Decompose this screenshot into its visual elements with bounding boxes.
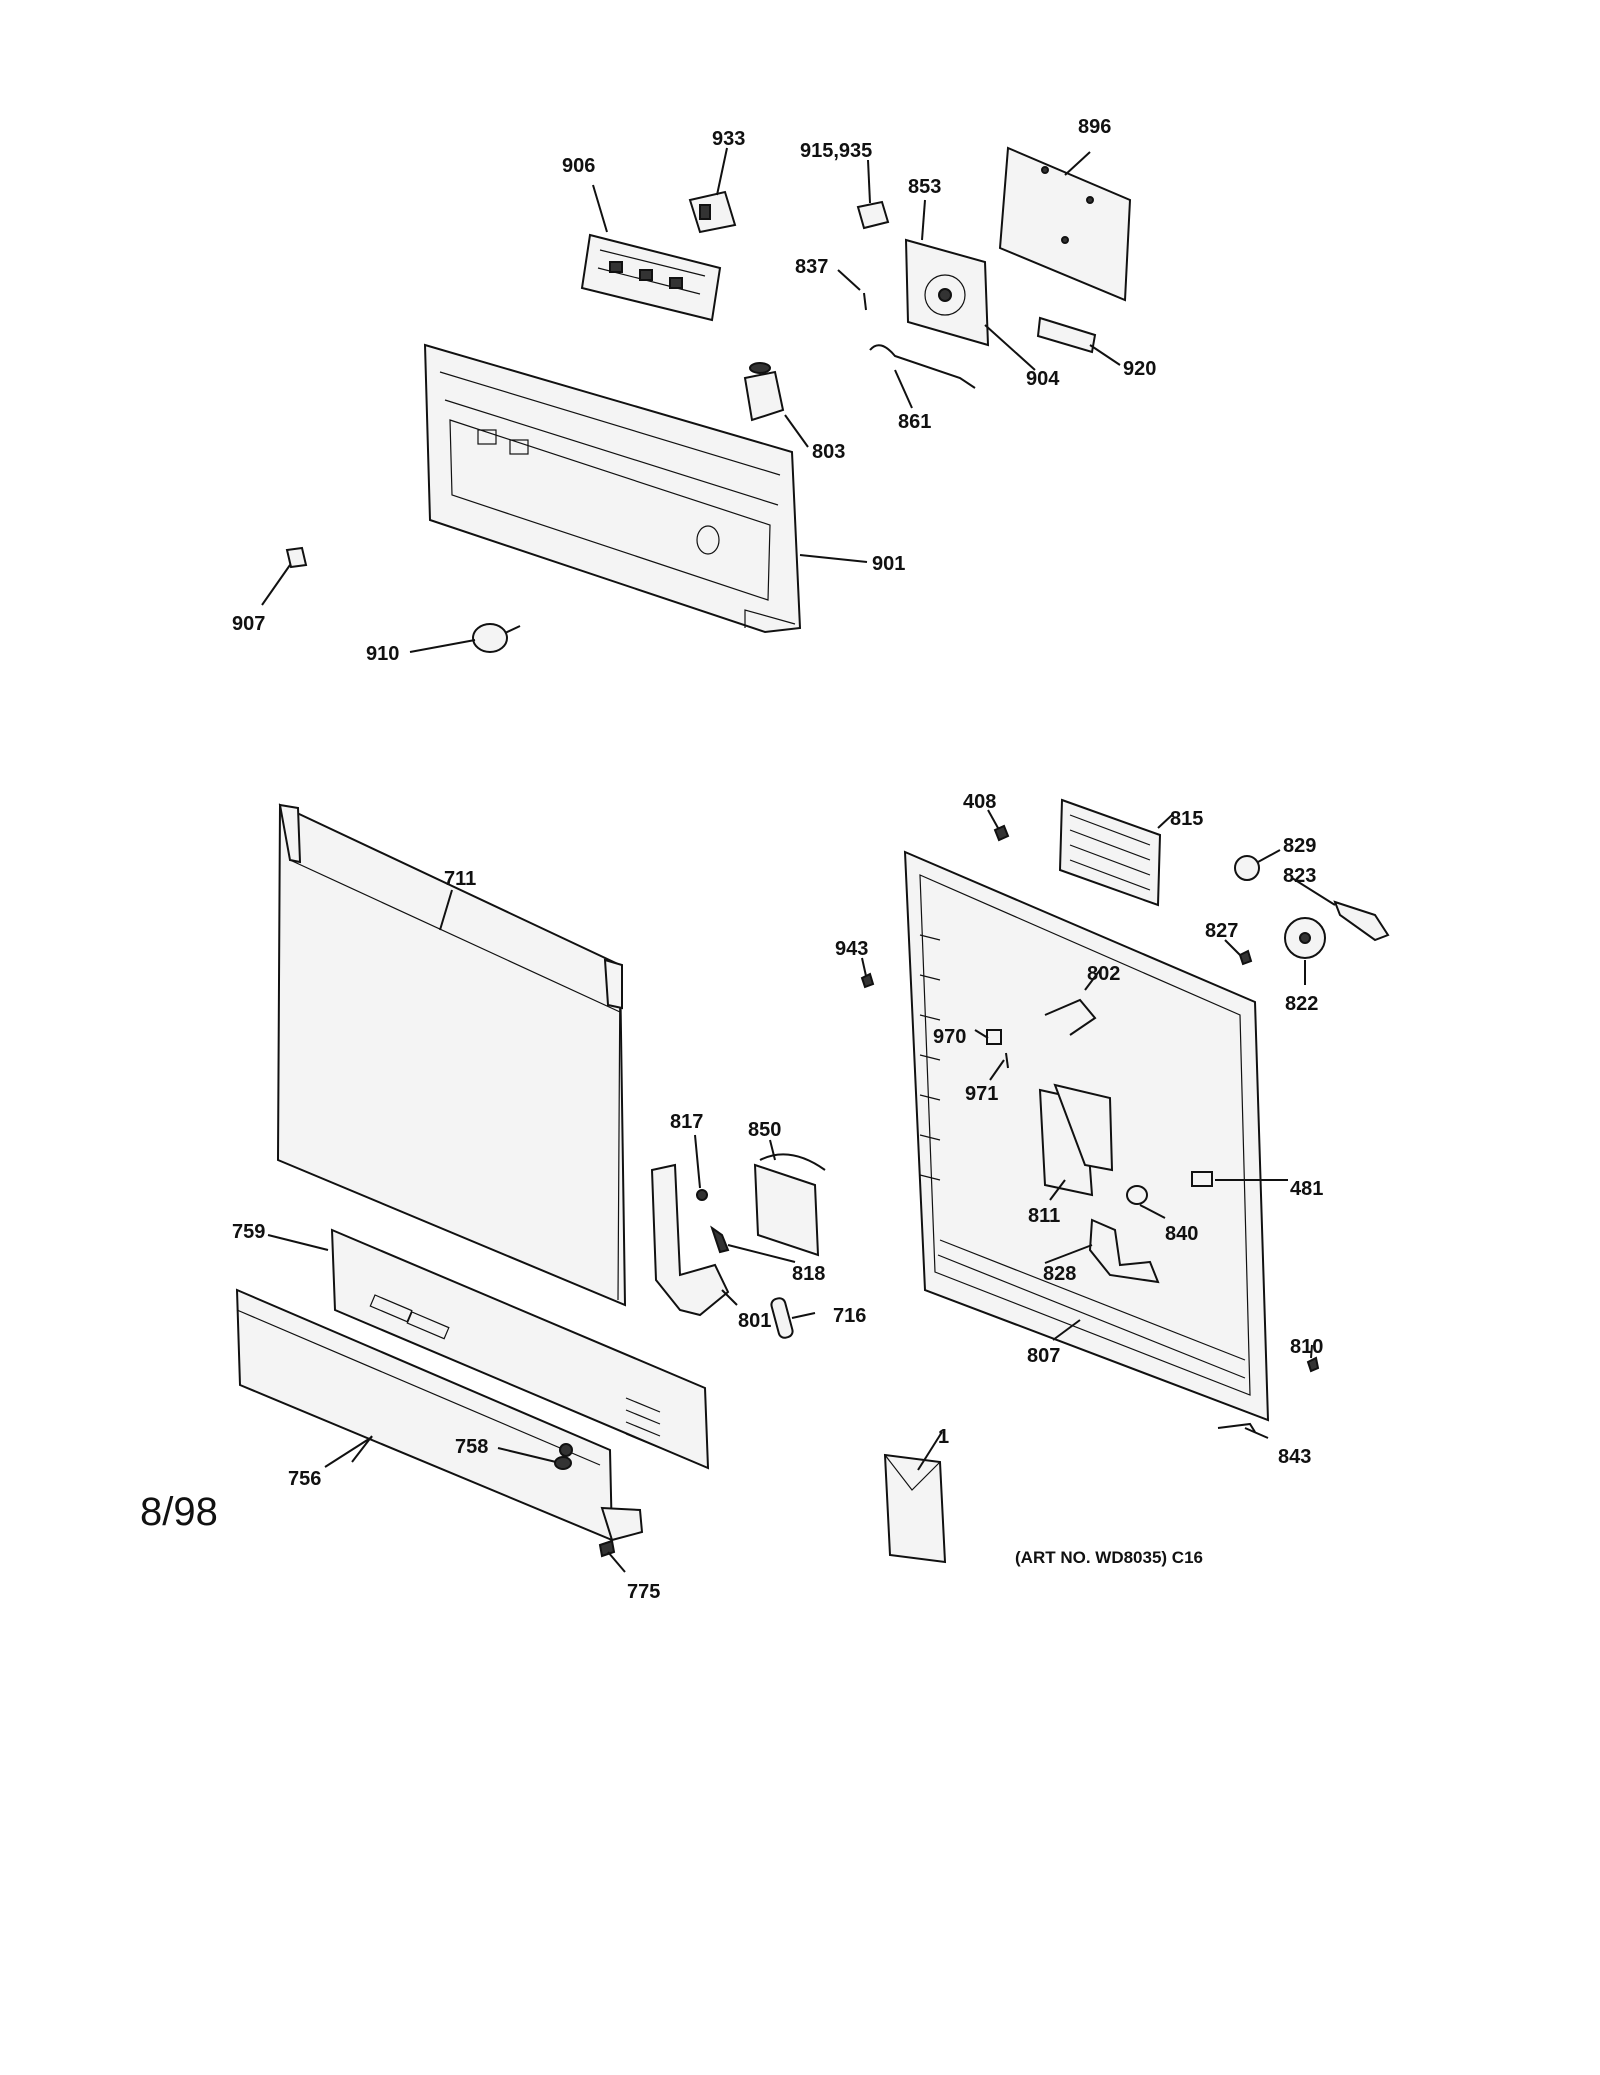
switch-933	[688, 190, 737, 234]
label-810: 810	[1290, 1336, 1323, 1358]
label-906: 906	[562, 155, 595, 177]
label-817: 817	[670, 1111, 703, 1133]
label-408: 408	[963, 791, 996, 813]
art-number: (ART NO. WD8035) C16	[1015, 1548, 1203, 1567]
label-829: 829	[1283, 835, 1316, 857]
label-828: 828	[1043, 1263, 1076, 1285]
label-803: 803	[812, 441, 845, 463]
latch-802	[1044, 998, 1097, 1036]
label-827: 827	[1205, 920, 1238, 942]
label-822: 822	[1285, 993, 1318, 1015]
label-933: 933	[712, 128, 745, 150]
screw-810	[1306, 1356, 1320, 1373]
label-920: 920	[1123, 358, 1156, 380]
screw-943	[860, 972, 875, 989]
strip-843	[1217, 1422, 1256, 1433]
envelope-1	[883, 1453, 947, 1564]
selector-803	[743, 370, 785, 422]
spring-971	[1005, 1052, 1009, 1069]
label-823: 823	[1283, 865, 1316, 887]
control-panel-group	[261, 146, 1132, 653]
fitting-828	[1088, 1218, 1160, 1284]
screw-827	[1238, 949, 1253, 966]
label-711: 711	[444, 868, 476, 890]
label-807: 807	[1027, 1345, 1060, 1367]
shield-850	[753, 1163, 820, 1257]
screw-775	[598, 1539, 616, 1558]
label-802: 802	[1087, 963, 1120, 985]
door-panel-group	[235, 803, 826, 1573]
linkage-861	[869, 344, 976, 389]
label-853: 853	[908, 176, 941, 198]
part-labels: 933 906 915,935 853 896 837 920 904 861 …	[232, 116, 1323, 1603]
knob-829	[1234, 855, 1260, 881]
label-901: 901	[872, 553, 905, 575]
screw-817	[696, 1189, 708, 1201]
panel-bracket-759	[330, 1228, 710, 1470]
sensor-481	[1191, 1171, 1213, 1187]
label-915-935: 915,935	[800, 140, 872, 162]
label-971: 971	[965, 1083, 998, 1105]
label-943: 943	[835, 938, 868, 960]
label-861: 861	[898, 411, 931, 433]
clip-970	[986, 1029, 1002, 1045]
label-759: 759	[232, 1221, 265, 1243]
cover-plate-896	[998, 146, 1132, 302]
label-716: 716	[833, 1305, 866, 1327]
label-801: 801	[738, 1310, 771, 1332]
clip-758	[554, 1456, 572, 1470]
vent-815	[1058, 798, 1162, 907]
label-907: 907	[232, 613, 265, 635]
label-843: 843	[1278, 1446, 1311, 1468]
label-850: 850	[748, 1119, 781, 1141]
screw-818	[710, 1225, 730, 1254]
label-910: 910	[366, 643, 399, 665]
label-815: 815	[1170, 808, 1203, 830]
label-896: 896	[1078, 116, 1111, 138]
label-904: 904	[1026, 368, 1060, 390]
label-840: 840	[1165, 1223, 1198, 1245]
label-837: 837	[795, 256, 828, 278]
screw-408	[993, 824, 1010, 842]
outer-door-panel-711	[276, 803, 627, 1307]
inner-door-group	[860, 798, 1390, 1564]
label-481: 481	[1290, 1178, 1323, 1200]
bracket-840	[1126, 1185, 1148, 1205]
label-970: 970	[933, 1026, 966, 1048]
button-907	[285, 546, 308, 569]
date-code: 8/98	[140, 1490, 218, 1534]
knob-910	[472, 623, 508, 653]
label-818: 818	[792, 1263, 825, 1285]
insert-915-935	[856, 200, 890, 230]
label-758: 758	[455, 1436, 488, 1458]
label-756: 756	[288, 1468, 321, 1490]
lever-823	[1333, 900, 1390, 942]
label-811: 811	[1028, 1205, 1060, 1227]
spring-837	[863, 292, 867, 311]
label-775: 775	[627, 1581, 660, 1603]
slide-716	[770, 1297, 794, 1339]
control-panel-901	[423, 343, 802, 634]
hinge-bracket-801	[650, 1163, 730, 1317]
bracket-920	[1036, 316, 1097, 354]
label-1: 1	[938, 1426, 949, 1448]
